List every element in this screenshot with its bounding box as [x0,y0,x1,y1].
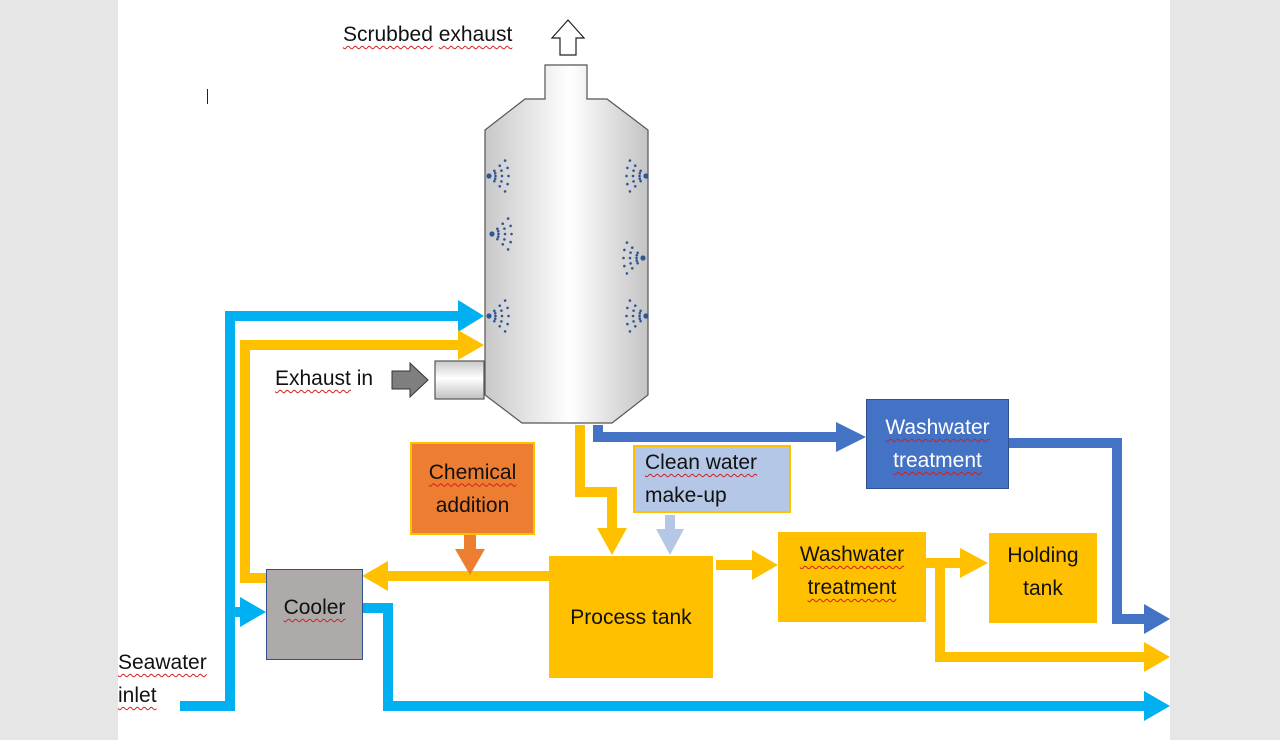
arrowhead-clean-water [656,529,684,555]
spray-nozzle-icon [486,299,510,333]
cooler-outlet-line [362,603,1146,711]
spray-nozzle-icon [625,299,649,333]
arrowhead-yellow-out [1144,642,1170,672]
chemical-feed-line [464,532,476,552]
spray-nozzle-icon [489,217,513,251]
cooler-to-tower-line [240,340,462,583]
arrowhead-yellow-holding [960,548,988,578]
scrubbed-exhaust-arrow-icon [550,19,586,56]
exhaust-inlet-duct [434,360,485,400]
spray-nozzle-icon [625,159,649,193]
tower-to-ww-treatment-line [593,425,838,442]
spray-nozzles [486,159,649,333]
scrubber-tower [484,64,649,424]
arrowhead-yellow-treatment [752,550,778,580]
arrowhead-yellow-cooler [362,561,388,591]
ww-treatment-out-line [1008,438,1146,624]
clean-water-feed-line [665,515,675,531]
treatment-discharge-line [935,563,1146,662]
arrowhead-chemical [455,549,485,575]
seawater-main-line [180,311,462,711]
process-tank-box: Process tank [549,556,713,678]
process-water-flow [240,340,1146,662]
arrowhead-seawater-cooler [240,597,266,627]
arrowhead-blue-out [1144,604,1170,634]
text-cursor [207,89,208,104]
cooler-box: Cooler [266,569,363,660]
arrowhead-seawater-out [1144,691,1170,721]
spray-nozzle-icon [622,241,646,275]
exhaust-in-label: Exhaust in [275,367,374,390]
arrowhead-seawater-tower [458,300,484,332]
arrowhead-blue-treatment [836,422,866,452]
exhaust-in-arrow-icon [391,361,429,399]
arrowhead-yellow-tank [597,528,627,555]
washwater-flow [593,425,1146,624]
spray-nozzle-icon [486,159,510,193]
arrowhead-yellow-tower [458,330,484,360]
tower-to-tank-line [575,425,617,532]
scrubbed-exhaust-label: Scrubbed exhaust [343,23,513,46]
